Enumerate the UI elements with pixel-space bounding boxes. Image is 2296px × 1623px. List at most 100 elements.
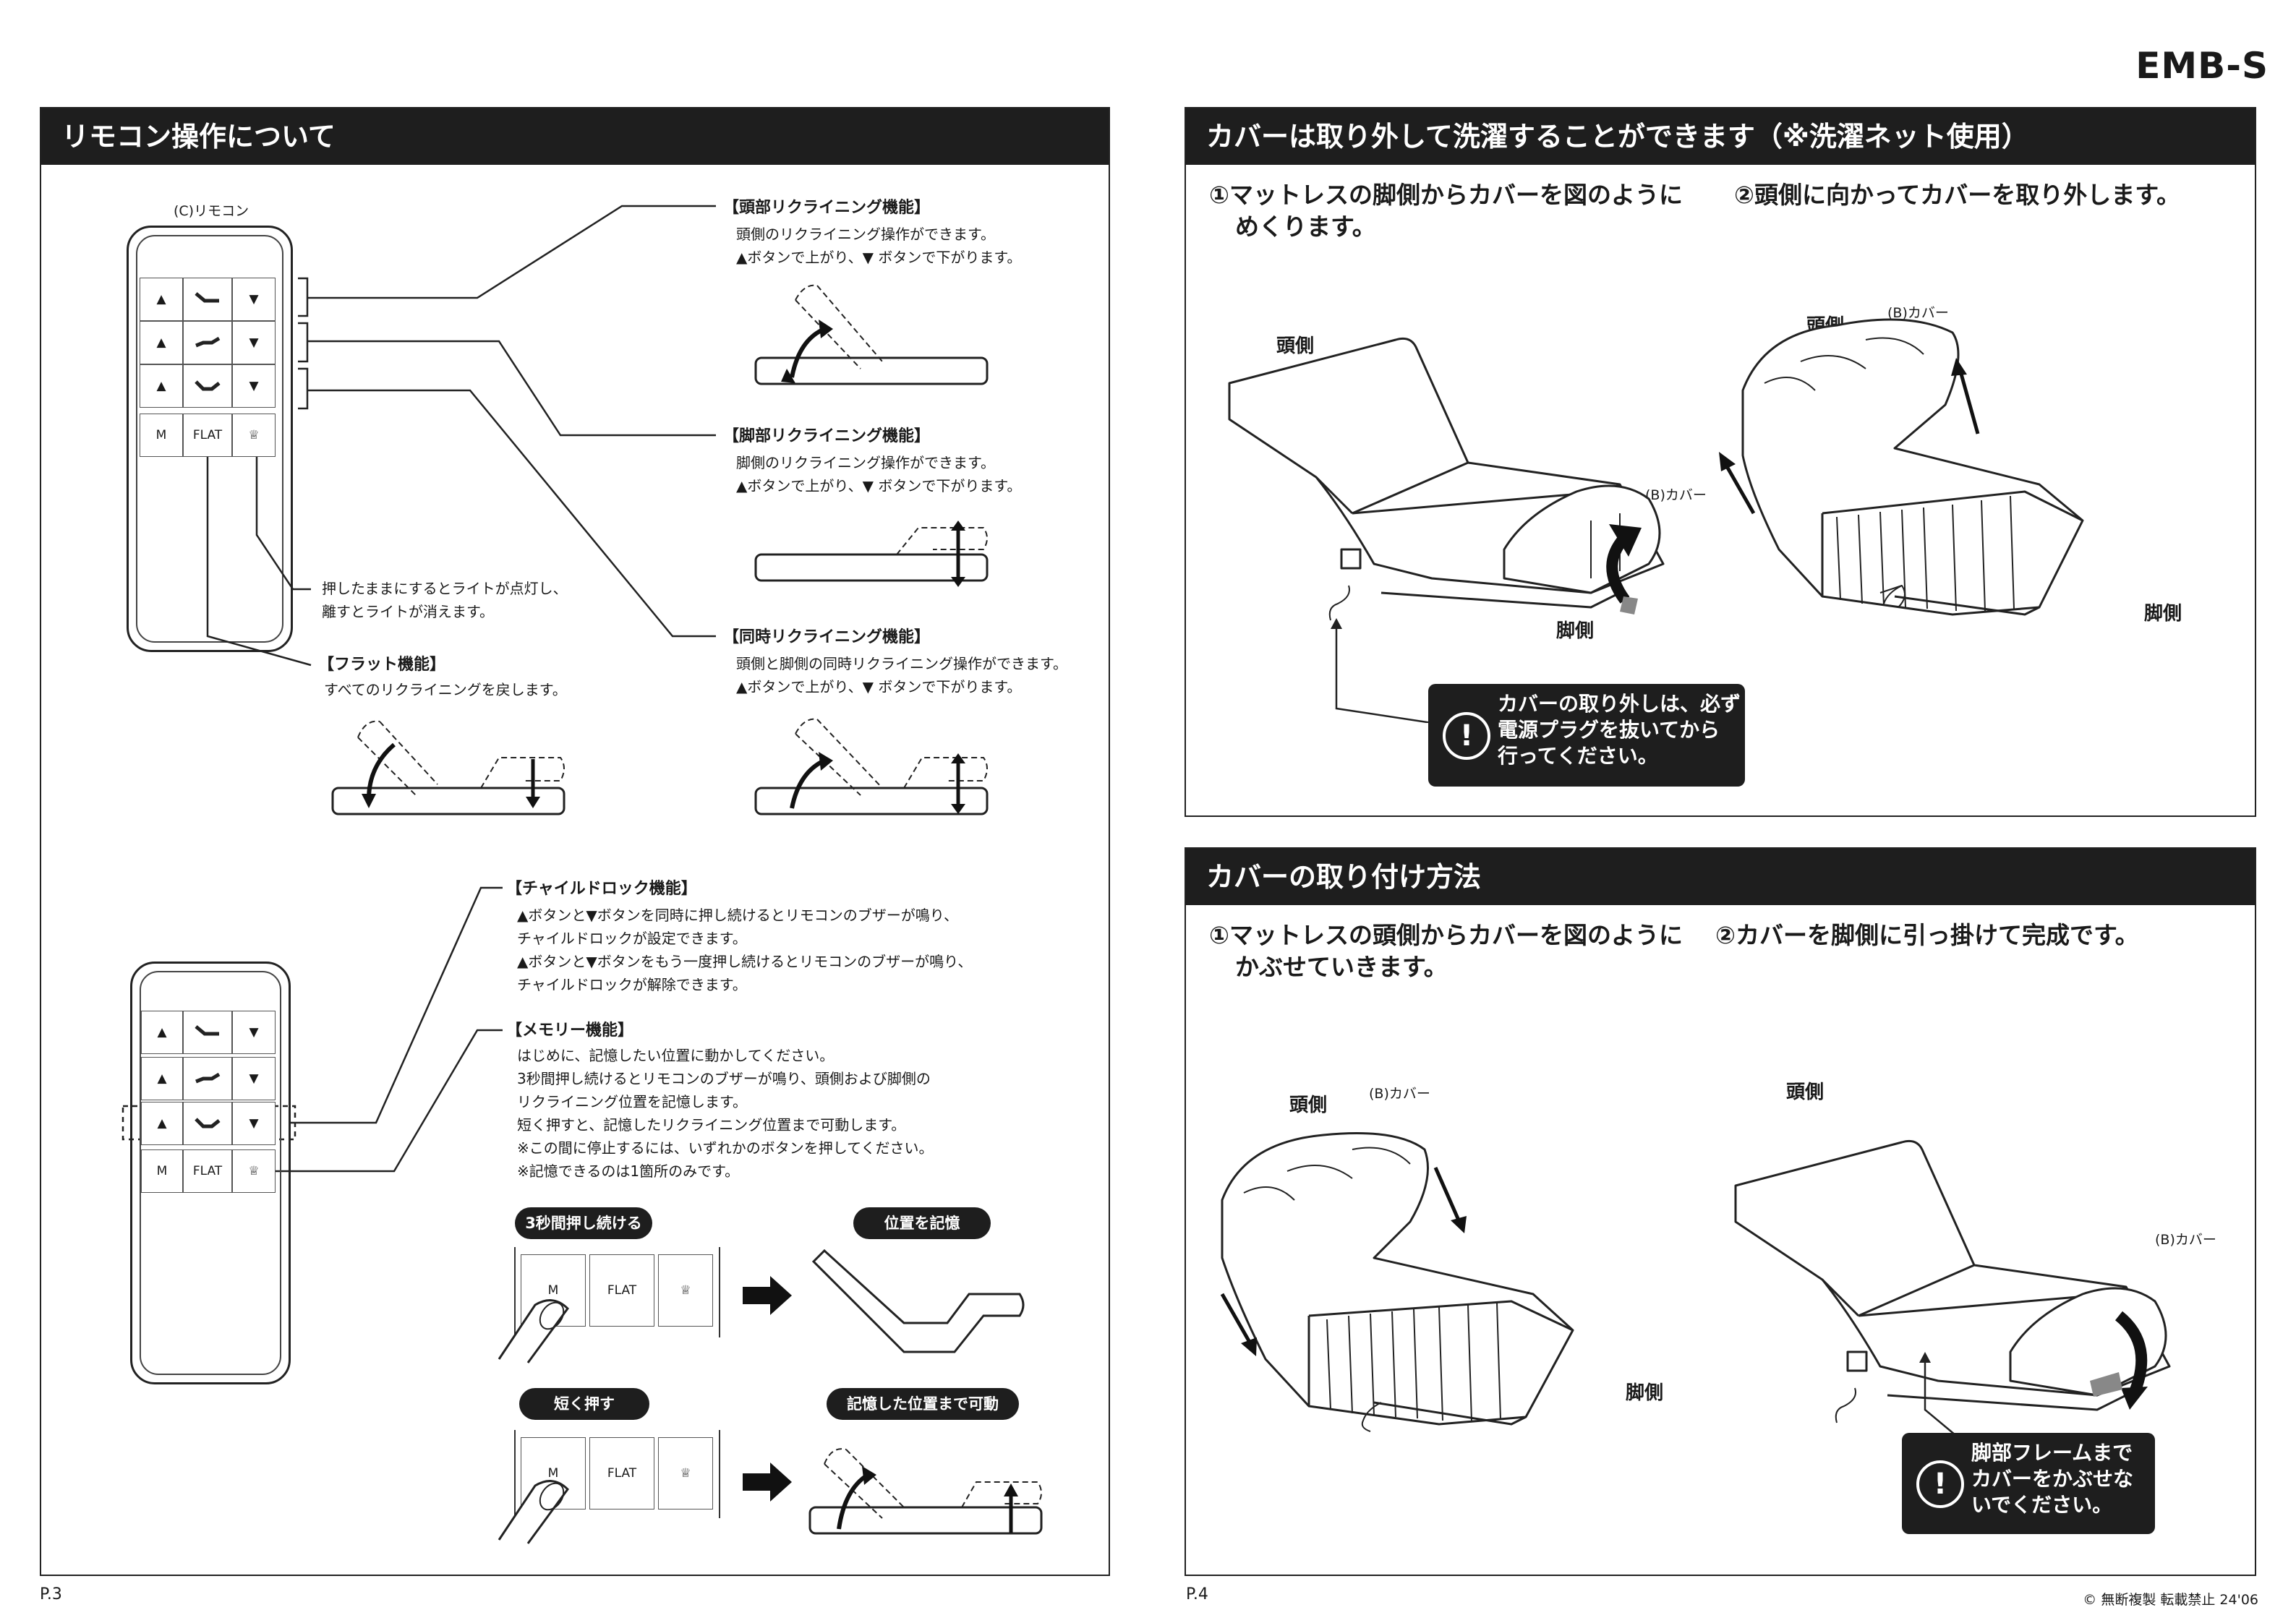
flat-diagram (331, 720, 566, 815)
foot-recline-icon (195, 380, 221, 391)
foot-icon-cell-2 (183, 1102, 232, 1145)
pill-move-to-memory: 記憶した位置まで可動 (827, 1388, 1019, 1420)
warning-unplug-line1: カバーの取り外しは、必ず (1498, 692, 1741, 716)
memory-title: 【メモリー機能】 (506, 1022, 634, 1040)
head-up-button-2[interactable]: ▲ (141, 1011, 183, 1054)
install-head-label-2: 頭側 (1786, 1082, 1825, 1103)
light-button[interactable]: ♕ (232, 414, 276, 457)
cover-install-panel: カバーの取り付け方法 (1185, 847, 2256, 1576)
foot-recline-icon (195, 1118, 221, 1129)
foot-recline-diagram (754, 521, 989, 587)
cover-install-title: カバーの取り付け方法 (1186, 849, 2255, 905)
foot-down-button-2[interactable]: ▼ (232, 1102, 276, 1145)
copyright-notice: © 無断複製 転載禁止 24'06 (2083, 1592, 2258, 1608)
removal-cover-label-2: (B)カバー (1887, 305, 1949, 321)
mattress-removal-illustrations (1228, 318, 2084, 723)
foot-func-line2: ▲ボタンで上がり、▼ ボタンで下がります。 (736, 477, 1022, 494)
closeup-flat-button-2[interactable]: FLAT (589, 1437, 654, 1509)
memory-line6: ※記憶できるのは1箇所のみです。 (517, 1162, 740, 1180)
light-button-2[interactable]: ♕ (232, 1149, 276, 1193)
memory-line1: はじめに、記憶したい位置に動かしてください。 (517, 1047, 835, 1064)
flat-func-title: 【フラット機能】 (318, 656, 446, 674)
warning-frame-line1: 脚部フレームまで (1971, 1441, 2133, 1465)
pill-short-press: 短く押す (519, 1388, 649, 1420)
cover-removal-title: カバーは取り外して洗濯することができます（※洗濯ネット使用） (1186, 108, 2255, 165)
foot-down-button[interactable]: ▼ (232, 364, 276, 408)
warning-icon: ! (1443, 712, 1490, 760)
warning-frame-line2: カバーをかぶせな (1971, 1467, 2134, 1491)
install-cover-label-2: (B)カバー (2155, 1232, 2216, 1248)
head-down-button[interactable]: ▼ (232, 278, 276, 321)
head-up-button[interactable]: ▲ (140, 278, 183, 321)
pill-store-position: 位置を記憶 (853, 1207, 991, 1239)
warning-frame-box: ! 脚部フレームまで カバーをかぶせな いでください。 (1902, 1433, 2155, 1534)
remote-illustration (127, 226, 293, 652)
flat-button[interactable]: FLAT (183, 414, 232, 457)
install-cover-label-1: (B)カバー (1369, 1086, 1430, 1102)
install-foot-label-1: 脚側 (1626, 1382, 1664, 1404)
removal-step1-line1: ①マットレスの脚側からカバーを図のように (1209, 181, 1683, 209)
memory-button-2[interactable]: M (141, 1149, 183, 1193)
sync-recline-icon (195, 1072, 221, 1084)
warning-unplug-line2: 電源プラグを抜いてから (1498, 718, 1720, 742)
head-icon-cell-2 (183, 1011, 232, 1054)
head-down-button-2[interactable]: ▼ (232, 1011, 276, 1054)
sync-func-line2: ▲ボタンで上がり、▼ ボタンで下がります。 (736, 678, 1022, 695)
foot-func-title: 【脚部リクライニング機能】 (723, 427, 931, 445)
remote-illustration-2 (130, 962, 291, 1384)
memory-line3: リクライニング位置を記憶します。 (517, 1093, 747, 1110)
remote-label: (C)リモコン (174, 203, 249, 219)
memory-line4: 短く押すと、記憶したリクライニング位置まで可動します。 (517, 1116, 906, 1134)
sync-recline-icon (195, 336, 221, 348)
memory-step-graphics (498, 1247, 1043, 1544)
remote-panel-title: リモコン操作について (41, 108, 1109, 165)
light-note-line2: 離すとライトが消えます。 (322, 603, 494, 620)
install-head-label-1: 頭側 (1289, 1095, 1328, 1116)
warning-icon-2: ! (1916, 1460, 1964, 1508)
memory-button[interactable]: M (140, 414, 183, 457)
sync-icon-cell (183, 321, 232, 364)
head-func-title: 【頭部リクライニング機能】 (723, 199, 931, 217)
flat-button-2[interactable]: FLAT (183, 1149, 232, 1193)
cover-removal-panel: カバーは取り外して洗濯することができます（※洗濯ネット使用） (1185, 107, 2256, 817)
pill-hold-3s: 3秒間押し続ける (515, 1207, 652, 1239)
remote-panel: リモコン操作について (40, 107, 1110, 1576)
head-recline-diagram (754, 284, 989, 385)
light-note-line1: 押したままにするとライトが点灯し、 (322, 580, 568, 597)
child-lock-line2: チャイルドロックが設定できます。 (517, 930, 747, 947)
mattress-install-illustrations (1220, 1132, 2171, 1439)
child-lock-line1: ▲ボタンと▼ボタンを同時に押し続けるとリモコンのブザーが鳴り、 (517, 907, 958, 924)
model-name: EMB-S (2135, 45, 2269, 87)
warning-unplug-line3: 行ってください。 (1498, 744, 1658, 768)
page-number-left: P.3 (40, 1585, 62, 1603)
sync-up-button-2[interactable]: ▲ (141, 1057, 183, 1100)
closeup-light-button-2[interactable]: ♕ (658, 1437, 713, 1509)
removal-foot-label-1: 脚側 (1556, 620, 1595, 642)
head-recline-icon (195, 292, 219, 303)
warning-frame-line3: いでください。 (1971, 1493, 2113, 1517)
closeup-light-button[interactable]: ♕ (658, 1254, 713, 1327)
closeup-flat-button[interactable]: FLAT (589, 1254, 654, 1327)
head-recline-icon (195, 1025, 219, 1036)
memory-line5: ※この間に停止するには、いずれかのボタンを押してください。 (517, 1139, 934, 1157)
head-func-line2: ▲ボタンで上がり、▼ ボタンで下がります。 (736, 249, 1022, 266)
sync-down-button-2[interactable]: ▼ (232, 1057, 276, 1100)
child-lock-line4: チャイルドロックが解除できます。 (517, 976, 747, 993)
sync-down-button[interactable]: ▼ (232, 321, 276, 364)
foot-func-line1: 脚側のリクライニング操作ができます。 (736, 454, 995, 471)
sync-up-button[interactable]: ▲ (140, 321, 183, 364)
child-lock-line3: ▲ボタンと▼ボタンをもう一度押し続けるとリモコンのブザーが鳴り、 (517, 953, 973, 970)
removal-cover-label-1: (B)カバー (1645, 487, 1707, 503)
removal-step2: ②頭側に向かってカバーを取り外します。 (1734, 181, 2180, 209)
sync-func-title: 【同時リクライニング機能】 (723, 628, 931, 646)
removal-foot-label-2: 脚側 (2144, 603, 2182, 625)
removal-head-label-1: 頭側 (1276, 335, 1315, 357)
sync-recline-diagram (754, 718, 989, 815)
connector-lines (121, 205, 716, 1173)
warning-unplug-box: ! カバーの取り外しは、必ず 電源プラグを抜いてから 行ってください。 (1428, 684, 1745, 787)
flat-func-line1: すべてのリクライニングを戻します。 (324, 681, 567, 698)
memory-line2: 3秒間押し続けるとリモコンのブザーが鳴り、頭側および脚側の (517, 1070, 931, 1087)
foot-up-button-2[interactable]: ▲ (141, 1102, 183, 1145)
child-lock-title: 【チャイルドロック機能】 (506, 880, 697, 898)
foot-up-button[interactable]: ▲ (140, 364, 183, 408)
